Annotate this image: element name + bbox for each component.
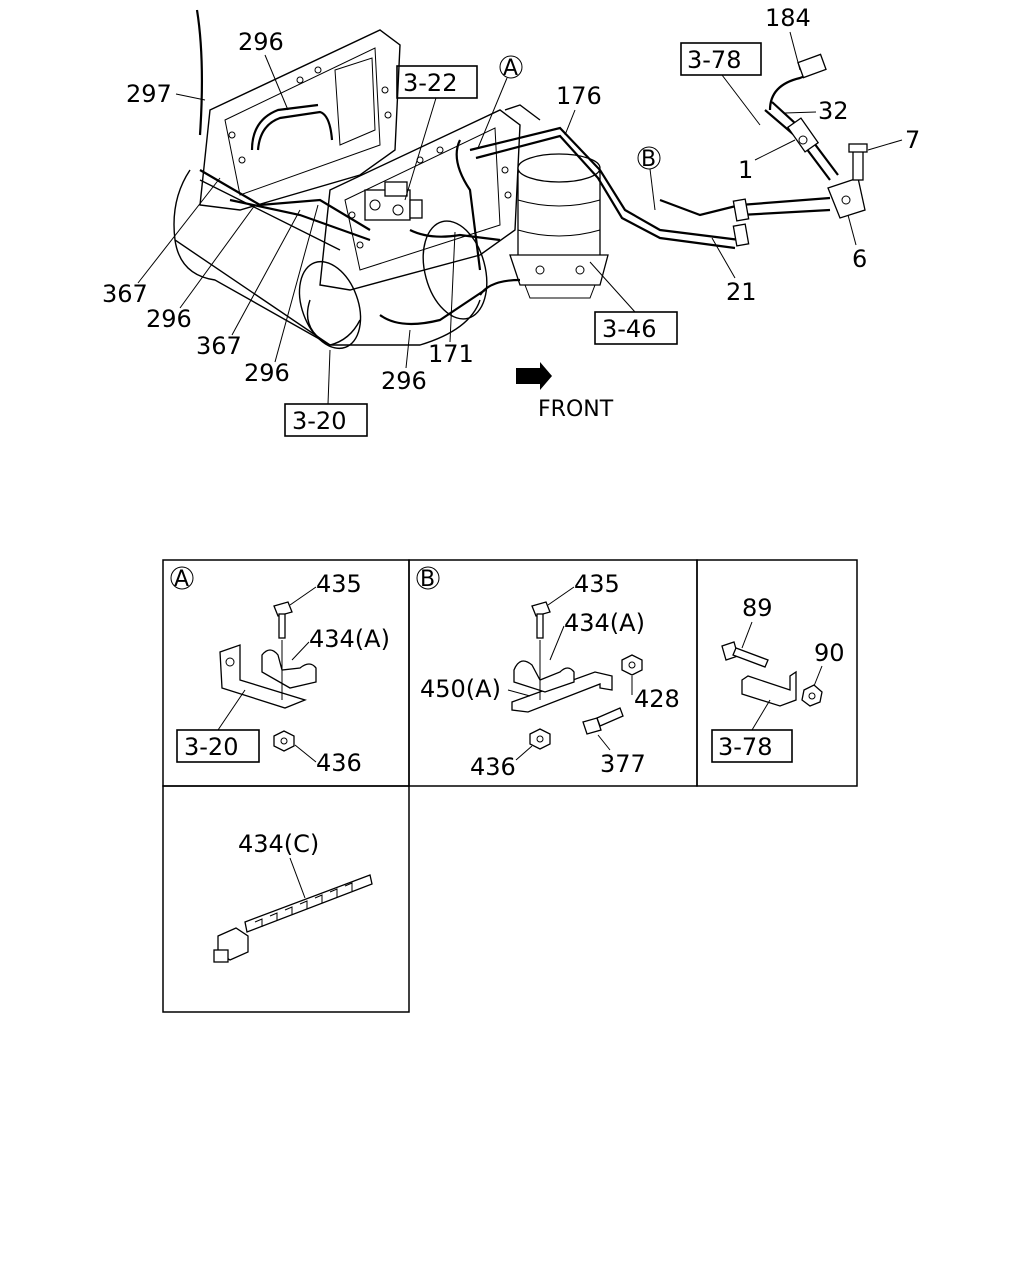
detail-c-panel [696,559,858,787]
bolt-icon [582,707,624,735]
label-6: 6 [852,245,867,273]
detail-b-label-428: 428 [634,685,680,713]
detail-c-label-89: 89 [742,594,773,622]
callout-a-circle [499,55,523,79]
front-bracket-plate [319,109,521,291]
label-7: 7 [905,126,920,154]
valve-block [364,181,423,221]
label-367-b: 367 [196,332,242,360]
detail-a-ref: 3-20 [184,733,238,761]
detail-a: A 435 434(A) 3-20 436 [170,566,390,777]
label-296-b: 296 [146,305,192,333]
detail-b-label-377: 377 [600,750,646,778]
label-296-d: 296 [381,367,427,395]
clamp-icon [261,649,317,689]
detail-b-label-434a: 434(A) [564,609,645,637]
label-184: 184 [765,4,811,32]
label-32: 32 [818,97,849,125]
detail-a-label-435: 435 [316,570,362,598]
right-air-tank [306,104,541,346]
label-21: 21 [726,278,757,306]
main-assembly-drawing: FRONT A B 3-22 3-78 3-46 3-20 297 296 17… [102,4,920,437]
detail-b-label-450a: 450(A) [420,675,501,703]
detail-a-title-circle [170,566,194,590]
front-label: FRONT [538,397,614,422]
front-arrow-icon [516,362,552,390]
air-dryer [509,153,609,299]
ref-3-20-top-label: 3-20 [292,407,346,435]
bolt-icon [721,641,769,668]
ref-3-46-label: 3-46 [602,315,656,343]
detail-b-label-435: 435 [574,570,620,598]
ref-box-3-20-top [284,403,368,437]
detail-c-label-90: 90 [814,639,845,667]
rear-bracket-plate [199,29,401,211]
detail-d: 434(C) [213,830,373,963]
detail-panels [162,559,858,1013]
ref-box-3-78-top [680,42,762,76]
detail-b: B 435 434(A) 450(A) 428 436 377 [416,566,680,781]
label-1: 1 [738,156,753,184]
detail-d-label-434c: 434(C) [238,830,319,858]
ref-3-22-label: 3-22 [403,69,457,97]
bolt-icon [273,601,293,639]
nut-icon [529,728,551,750]
label-296-c: 296 [244,359,290,387]
detail-a-label-434a: 434(A) [309,625,390,653]
detail-a-label-436: 436 [316,749,362,777]
label-297: 297 [126,80,172,108]
label-296-top: 296 [238,28,284,56]
label-367-a: 367 [102,280,148,308]
ref-box-3-22 [396,65,478,99]
bracket-icon [219,644,307,709]
detail-b-title-circle [416,566,440,590]
nut-icon [801,684,823,707]
detail-b-label-436: 436 [470,753,516,781]
bolt-icon [531,601,551,639]
detail-b-title: B [420,567,435,592]
washer-icon [621,654,643,676]
detail-b-panel [408,559,698,787]
nut-icon [273,730,295,752]
right-line-assembly [732,53,868,247]
callout-b-label: B [641,147,656,172]
detail-d-panel [162,785,410,1013]
detail-a-title: A [174,567,189,592]
ref-box-3-46 [594,311,678,345]
air-pipes [195,9,741,326]
detail-c: 89 90 3-78 [711,594,845,763]
cable-tie-icon [213,874,373,963]
label-171: 171 [428,340,474,368]
left-air-tank [173,169,362,350]
bracket-icon [511,671,613,713]
ref-3-78-top-label: 3-78 [687,46,741,74]
bracket-icon [741,670,797,707]
clamp-icon [513,660,575,693]
callout-b-circle [637,146,661,170]
callout-a-label: A [503,56,518,81]
detail-c-ref: 3-78 [718,733,772,761]
label-176: 176 [556,82,602,110]
